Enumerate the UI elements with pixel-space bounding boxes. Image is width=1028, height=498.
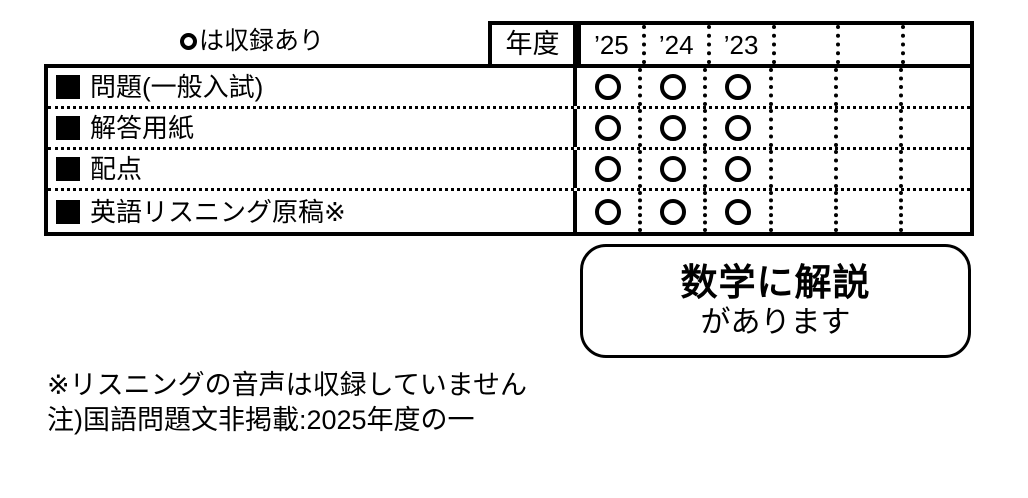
row-label-cell: 配点 [48,150,577,188]
mark-cell [773,68,838,106]
row-label-cell: 問題(一般入試) [48,68,577,106]
circle-outline-icon [594,198,621,225]
row-marks [577,68,970,106]
mark-cell [577,68,643,106]
contents-table: 問題(一般入試) 解答用紙 [44,64,974,236]
circle-outline-icon [724,198,751,225]
row-label-cell: 解答用紙 [48,109,577,147]
mark-cell [642,150,708,188]
circle-outline-icon [659,74,686,100]
mark-cell [838,150,903,188]
callout-line-1: 数学に解説 [680,261,871,303]
filled-square-icon [56,199,80,224]
mark-cell [707,191,773,232]
mark-cell [577,150,643,188]
mark-cell [773,109,838,147]
circle-outline-icon [659,115,686,141]
year-header-label: 年度 [505,29,560,59]
row-label: 解答用紙 [90,113,195,143]
footnote-line: ※リスニングの音声は収録していません [47,370,528,400]
mark-cell [838,191,903,232]
footnotes: ※リスニングの音声は収録していません 注)国語問題文非掲載:2025年度の一 [47,368,527,438]
filled-square-icon [56,75,80,99]
table-row: 配点 [48,150,970,191]
callout-box: 数学に解説 があります [580,244,971,358]
table-row: 英語リスニング原稿※ [48,191,970,232]
row-label-cell: 英語リスニング原稿※ [48,191,577,232]
mark-cell [642,109,708,147]
year-column-header: ’23 [711,25,776,64]
mark-cell [903,150,968,188]
circle-outline-icon [724,156,751,182]
mark-cell [707,109,773,147]
mark-cell [577,109,643,147]
row-label: 配点 [90,154,143,184]
circle-outline-icon [594,115,621,141]
circle-outline-icon [180,33,197,50]
callout-line-2: があります [700,305,851,339]
circle-outline-icon [594,156,621,182]
year-column-header [776,25,841,64]
row-label: 問題(一般入試) [90,72,264,102]
mark-cell [707,68,773,106]
mark-cell [642,68,708,106]
year-columns-header: ’25 ’24 ’23 [577,21,974,68]
mark-cell [838,68,903,106]
year-column-header: ’24 [646,25,711,64]
legend-text: は収録あり [199,27,325,55]
circle-outline-icon [724,74,751,100]
row-label: 英語リスニング原稿※ [90,196,346,227]
mark-cell [642,191,708,232]
row-marks [577,191,970,232]
year-header-box: 年度 [488,21,577,68]
circle-outline-icon [659,156,686,182]
mark-cell [577,191,643,232]
circle-outline-icon [724,115,751,141]
legend: は収録あり [180,26,324,56]
footnote-line: 注)国語問題文非掲載:2025年度の一 [47,405,475,435]
year-column-header [840,25,906,64]
mark-cell [903,191,968,232]
mark-cell [773,191,838,232]
row-marks [577,109,970,147]
year-column-header: ’25 [581,25,646,64]
circle-outline-icon [594,74,621,100]
mark-cell [903,68,968,106]
circle-outline-icon [659,198,686,225]
table-row: 問題(一般入試) [48,68,970,109]
mark-cell [903,109,968,147]
year-column-header [905,25,970,64]
mark-cell [838,109,903,147]
filled-square-icon [56,116,80,140]
table-row: 解答用紙 [48,109,970,150]
filled-square-icon [56,157,80,181]
mark-cell [773,150,838,188]
mark-cell [707,150,773,188]
row-marks [577,150,970,188]
